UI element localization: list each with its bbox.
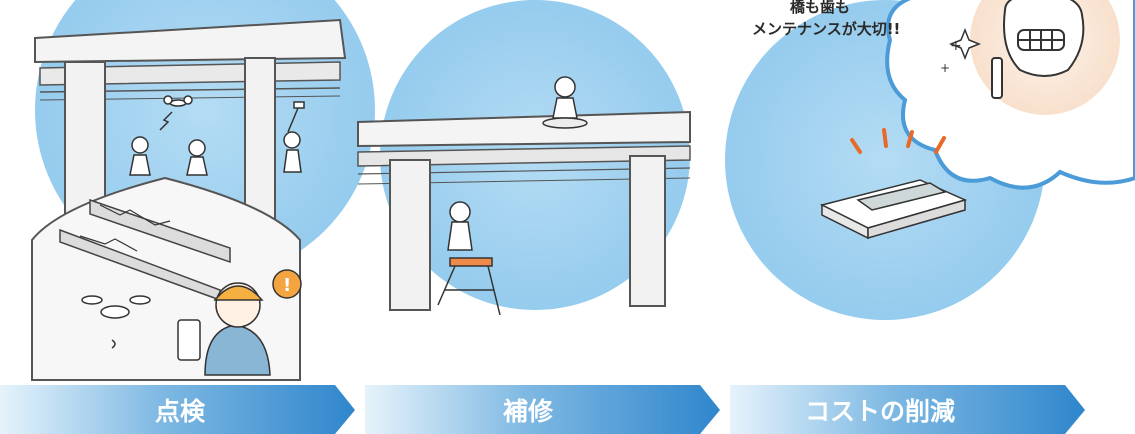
money-stack-icon — [819, 179, 968, 240]
small-sparkle: + — [950, 38, 962, 54]
inspector-worker-2 — [186, 139, 208, 176]
svg-text:!: ! — [283, 275, 291, 296]
inspector-with-tablet — [177, 282, 271, 376]
inspection-scene: ! — [31, 0, 375, 381]
small-sparkle-2: + — [940, 61, 950, 75]
patching-worker — [542, 76, 588, 129]
magnified-crack-view — [31, 176, 301, 381]
step-arrow-inspection: 点検 — [0, 385, 355, 434]
bridge-pier-right — [244, 57, 276, 229]
shine-marks — [850, 128, 946, 154]
step-label-inspection: 点検 — [155, 397, 206, 426]
inspector-worker-1 — [129, 136, 151, 176]
sparkle-icon — [948, 27, 982, 61]
bridge-pier-2-left — [389, 159, 431, 311]
bridge-deck-2 — [357, 110, 691, 148]
step-arrow-cost-reduction: コストの削減 — [730, 385, 1085, 434]
smiling-face-icon — [991, 0, 1085, 99]
step-label-repair: 補修 — [502, 397, 554, 426]
alert-bubble-icon: ! — [272, 269, 302, 299]
repair-scene — [357, 0, 691, 316]
thought-line-1: 橋も歯も — [790, 0, 850, 16]
ladder-worker — [437, 201, 501, 316]
drone-icon — [159, 95, 193, 131]
step-label-cost-reduction: コストの削減 — [805, 397, 955, 426]
bridge-pier-2-right — [629, 155, 666, 307]
hammer-worker — [283, 101, 305, 173]
step-arrow-repair: 補修 — [365, 385, 720, 434]
bridge-deck — [34, 18, 347, 64]
cost-reduction-scene: + + 橋も歯も メンテナンスが大切!! — [725, 0, 1135, 320]
drone-closeup-icon — [81, 295, 151, 349]
thought-line-2: メンテナンスが大切!! — [752, 20, 900, 38]
